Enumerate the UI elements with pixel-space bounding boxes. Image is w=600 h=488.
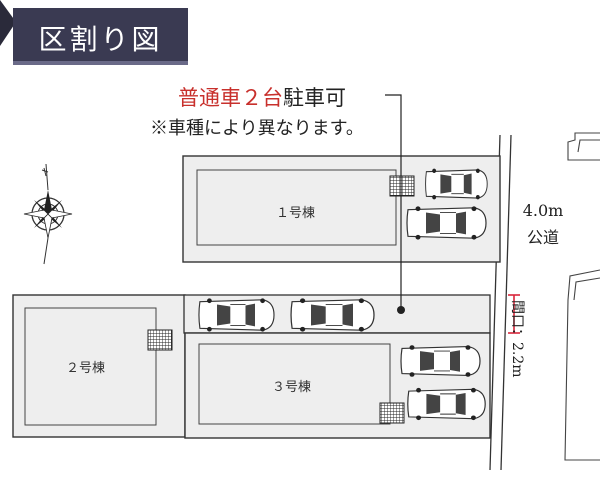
road-width: 4.0m xyxy=(522,201,564,220)
lot-1-label: １号棟 xyxy=(276,206,316,221)
car-icon xyxy=(407,387,486,421)
car-icon xyxy=(406,205,487,241)
grid-marker-lot-1 xyxy=(389,175,415,197)
car-icon xyxy=(400,344,481,378)
lot-2-label: ２号棟 xyxy=(66,361,106,376)
parking-subnote: ※車種により異なります。 xyxy=(150,118,364,139)
corner-accent xyxy=(0,0,16,46)
parking-note: 普通車２台駐車可 xyxy=(178,82,346,112)
note-leader-line xyxy=(385,94,405,314)
frontage-dimension xyxy=(508,294,520,334)
parking-allowed: 駐車可 xyxy=(283,86,346,110)
title-badge: 区割り図 xyxy=(13,8,188,65)
parking-count: 普通車２台 xyxy=(178,86,283,110)
car-icon xyxy=(198,297,275,333)
car-icon xyxy=(290,297,375,333)
frontage-label: 間口：2.2m xyxy=(509,300,525,378)
compass-icon xyxy=(23,163,73,265)
neighbor-buildings xyxy=(564,132,600,461)
car-icon xyxy=(425,168,488,200)
grid-marker-lot-3 xyxy=(379,402,405,424)
grid-marker-lot-2 xyxy=(147,329,173,351)
page-title: 区割り図 xyxy=(38,23,163,56)
road-label: 公道 xyxy=(526,228,559,247)
lot-2 xyxy=(12,294,186,438)
lot-3-label: ３号棟 xyxy=(272,380,312,395)
